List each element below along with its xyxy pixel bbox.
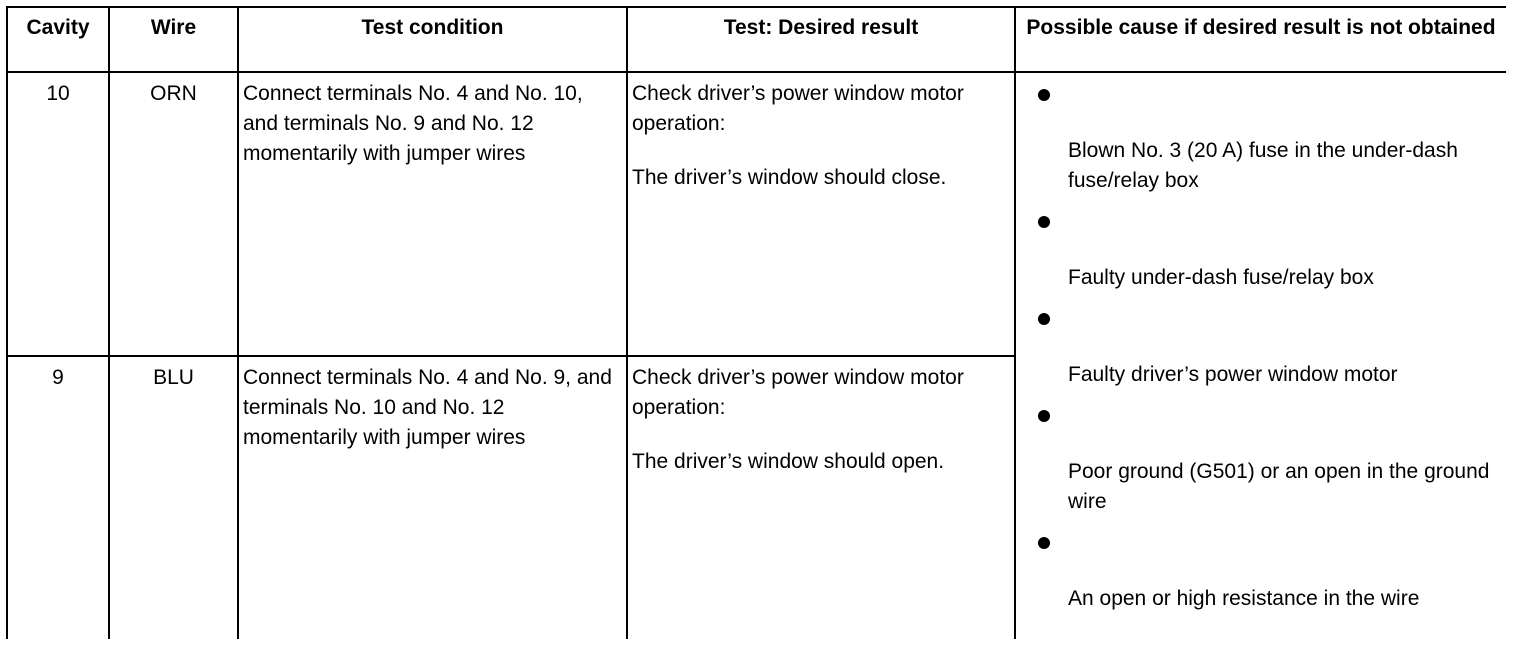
test-condition-cell: Connect terminals No. 4 and No. 10, and … — [237, 71, 628, 357]
bullet-icon — [1038, 537, 1050, 549]
header-possible-cause: Possible cause if desired result is not … — [1014, 6, 1506, 73]
cavity-cell: 9 — [6, 355, 110, 639]
bullet-icon — [1038, 313, 1050, 325]
list-item: Blown No. 3 (20 A) fuse in the under-das… — [1032, 89, 1498, 196]
cause-text: Faulty driver’s power window motor — [1068, 363, 1398, 386]
cause-text: Poor ground (G501) or an open in the gro… — [1068, 460, 1490, 513]
possible-causes-cell: Blown No. 3 (20 A) fuse in the under-das… — [1014, 71, 1506, 639]
header-desired-result: Test: Desired result — [626, 6, 1016, 73]
desired-result-cell: Check driver’s power window motor operat… — [626, 71, 1016, 357]
wire-color-cell: ORN — [108, 71, 239, 357]
bullet-icon — [1038, 410, 1050, 422]
list-item: Faulty under-dash fuse/relay box — [1032, 216, 1498, 293]
test-condition-cell: Connect terminals No. 4 and No. 9, and t… — [237, 355, 628, 639]
cause-text: An open or high resistance in the wire — [1068, 587, 1420, 610]
desired-result-cell: Check driver’s power window motor operat… — [626, 355, 1016, 639]
desired-result-instruction: Check driver’s power window motor operat… — [632, 366, 964, 419]
list-item: Poor ground (G501) or an open in the gro… — [1032, 410, 1498, 517]
troubleshooting-table-container: Cavity Wire Test condition Test: Desired… — [6, 6, 1506, 639]
table-row: 9 BLU Connect terminals No. 4 and No. 9,… — [6, 355, 1506, 639]
desired-result-expected: The driver’s window should close. — [632, 166, 947, 189]
desired-result-instruction: Check driver’s power window motor operat… — [632, 82, 964, 135]
cavity-cell: 10 — [6, 71, 110, 357]
header-test-condition: Test condition — [237, 6, 628, 73]
wire-color-cell: BLU — [108, 355, 239, 639]
header-cavity: Cavity — [6, 6, 110, 73]
header-wire: Wire — [108, 6, 239, 73]
list-item: Faulty driver’s power window motor — [1032, 313, 1498, 390]
test-condition-text: Connect terminals No. 4 and No. 10, and … — [243, 82, 583, 165]
cause-text: Faulty under-dash fuse/relay box — [1068, 266, 1374, 289]
list-item: An open or high resistance in the wire — [1032, 537, 1498, 614]
cause-text: Blown No. 3 (20 A) fuse in the under-das… — [1068, 139, 1458, 192]
table-row: 10 ORN Connect terminals No. 4 and No. 1… — [6, 71, 1506, 639]
table-header-row: Cavity Wire Test condition Test: Desired… — [6, 6, 1506, 73]
desired-result-expected: The driver’s window should open. — [632, 450, 945, 473]
bullet-icon — [1038, 89, 1050, 101]
troubleshooting-table: Cavity Wire Test condition Test: Desired… — [6, 6, 1506, 639]
bullet-icon — [1038, 216, 1050, 228]
test-condition-text: Connect terminals No. 4 and No. 9, and t… — [243, 366, 612, 449]
